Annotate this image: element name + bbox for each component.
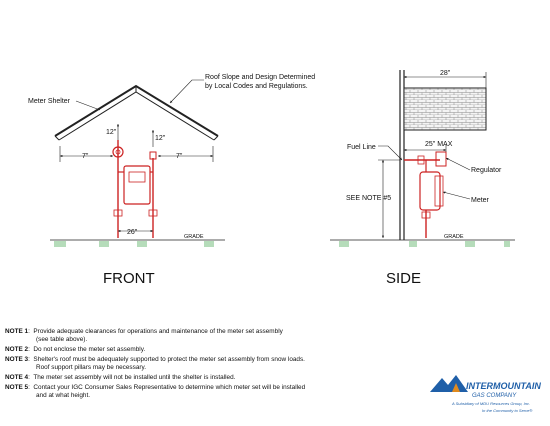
- side-view: 28" 25" MAX Fuel Line Regulator Meter SE…: [330, 70, 515, 287]
- note-text-cont: (see table above).: [36, 335, 88, 343]
- meter-label: Meter: [471, 197, 490, 204]
- front-dimensions: [59, 124, 214, 233]
- side-title: SIDE: [386, 270, 421, 287]
- regulator-leader: [445, 157, 471, 171]
- shelter-roof: [54, 84, 219, 141]
- roof-note-line-1: Roof Slope and Design Determined: [205, 74, 315, 81]
- regulator-label: Regulator: [471, 167, 502, 174]
- meter-leader: [442, 191, 471, 200]
- front-grade-label: GRADE: [184, 234, 204, 240]
- dim-12-left: 12": [106, 129, 117, 136]
- note-label: NOTE 5: [5, 383, 29, 391]
- meter-shelter-leader: [75, 100, 101, 111]
- meter-shelter-label: Meter Shelter: [28, 98, 71, 105]
- front-title: FRONT: [103, 270, 155, 287]
- note-2: NOTE 2: Do not enclose the meter set ass…: [5, 345, 146, 353]
- see-note-label: SEE NOTE #5: [346, 195, 391, 202]
- dim-26: 26": [127, 229, 138, 236]
- note-label: NOTE 4: [5, 373, 29, 381]
- logo-tagline: GAS COMPANY: [472, 393, 517, 399]
- dim-12-right: 12": [155, 135, 166, 142]
- logo-subsidiary: A Subsidiary of MDU Resources Group, Inc…: [451, 401, 530, 406]
- dim-7-right: 7": [176, 153, 183, 160]
- fuel-line-label: Fuel Line: [347, 144, 376, 151]
- note-text-cont: and at what height.: [36, 391, 91, 399]
- note-label: NOTE 2: [5, 345, 29, 353]
- note-text: Contact your IGC Consumer Sales Represen…: [33, 383, 306, 391]
- side-grade-line: [330, 239, 515, 247]
- building-wall: [399, 70, 405, 240]
- note-text: Shelter's roof must be adequately suppor…: [33, 355, 305, 363]
- fuel-line-leader: [378, 145, 403, 161]
- front-grade-line: [50, 239, 225, 247]
- note-label: NOTE 1: [5, 328, 29, 335]
- note-4: NOTE 4: The meter set assembly will not …: [5, 373, 236, 381]
- note-1: NOTE 1: Provide adequate clearances for …: [5, 328, 425, 343]
- note-text: The meter set assembly will not be insta…: [33, 373, 236, 381]
- note-text: Provide adequate clearances for operatio…: [33, 328, 283, 335]
- dim-25-max: 25" MAX: [425, 141, 453, 148]
- side-roof: [403, 87, 487, 131]
- note-text-cont: Roof support pillars may be necessary.: [36, 363, 146, 371]
- side-grade-label: GRADE: [444, 234, 464, 240]
- note-5: NOTE 5: Contact your IGC Consumer Sales …: [5, 384, 425, 399]
- logo-slogan: In the Community to Serve®: [482, 408, 532, 413]
- note-3: NOTE 3: Shelter's roof must be adequatel…: [5, 356, 425, 371]
- mountain-logo-icon: [430, 375, 468, 392]
- dim-7-left: 7": [82, 153, 89, 160]
- roof-note-leader: [169, 79, 204, 104]
- dim-28: 28": [440, 70, 451, 77]
- side-dimensions: [378, 72, 487, 238]
- note-text: Do not enclose the meter set assembly.: [33, 345, 146, 353]
- logo-name: INTERMOUNTAIN: [466, 381, 541, 391]
- note-label: NOTE 3: [5, 355, 29, 363]
- front-view: Meter Shelter Roof Slope and Design Dete…: [28, 74, 315, 287]
- intermountain-logo: INTERMOUNTAIN GAS COMPANY A Subsidiary o…: [430, 375, 541, 413]
- roof-note-line-2: by Local Codes and Regulations.: [205, 83, 308, 90]
- front-meter-assembly: [112, 140, 158, 238]
- side-meter-assembly: [404, 151, 447, 238]
- notes-list: NOTE 1: Provide adequate clearances for …: [5, 328, 425, 402]
